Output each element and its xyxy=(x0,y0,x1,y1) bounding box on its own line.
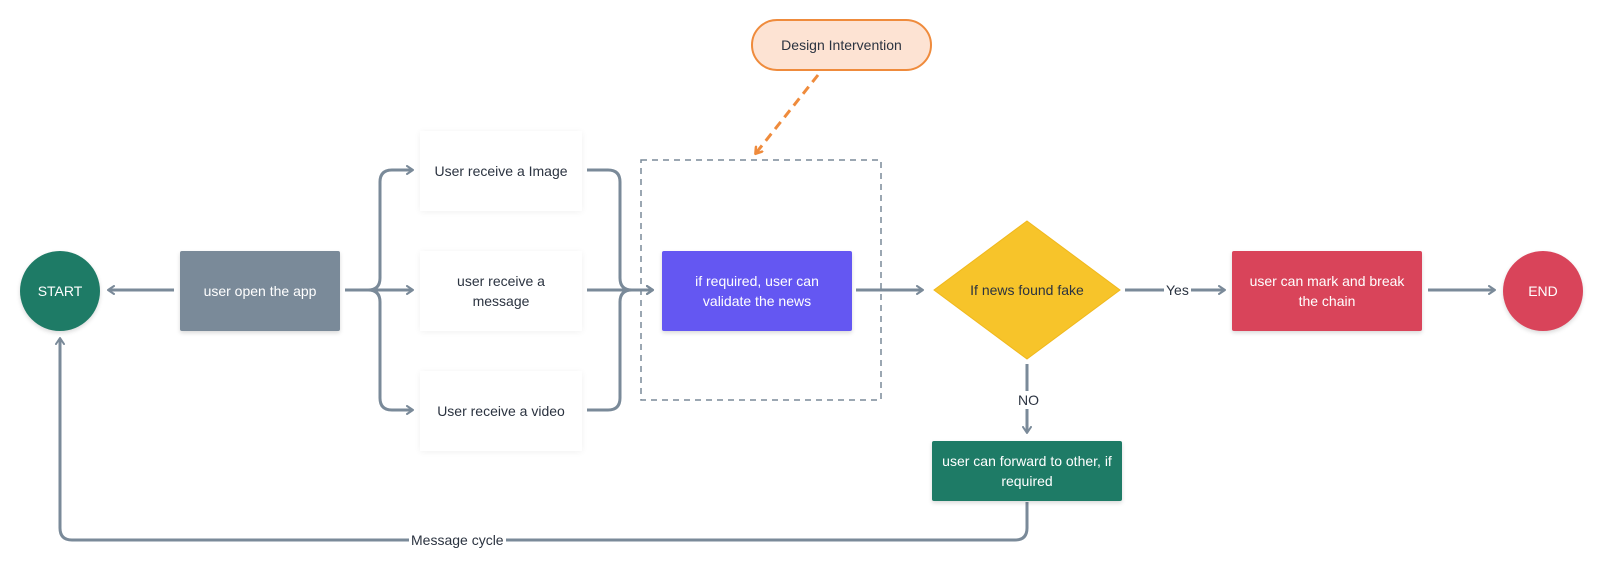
validate-label: if required, user can validate the news xyxy=(695,273,819,309)
end-node: END xyxy=(1503,251,1583,331)
start-node: START xyxy=(20,251,100,331)
message-cycle-label: Message cycle xyxy=(409,531,506,549)
decision-node: If news found fake xyxy=(952,270,1102,310)
intervention-boundary xyxy=(640,159,882,401)
open-app-label: user open the app xyxy=(203,283,317,299)
end-label: END xyxy=(1528,283,1558,299)
start-label: START xyxy=(37,283,83,299)
forward-label: user can forward to other, if required xyxy=(942,453,1112,489)
edge-message-cycle xyxy=(55,337,1029,542)
edge-image-to-validate xyxy=(587,168,654,295)
receive-image-label: User receive a Image xyxy=(434,163,568,179)
design-intervention-label: Design Intervention xyxy=(781,37,902,53)
validate-node: if required, user can validate the news xyxy=(662,251,852,331)
receive-message-label: user receive a message xyxy=(457,273,545,309)
edge-intervention-arrow xyxy=(756,74,820,153)
edge-video-to-validate xyxy=(587,285,654,412)
no-label: NO xyxy=(1016,391,1041,409)
design-intervention-node: Design Intervention xyxy=(751,19,932,71)
decision-label: If news found fake xyxy=(970,282,1084,298)
decision-diamond-shape xyxy=(933,220,1121,360)
open-app-node: user open the app xyxy=(180,251,340,331)
receive-image-node: User receive a Image xyxy=(420,131,582,211)
mark-break-label: user can mark and break the chain xyxy=(1249,273,1405,309)
receive-message-node: user receive a message xyxy=(420,251,582,331)
edge-open-app-to-image xyxy=(345,165,414,292)
edge-open-app-to-video xyxy=(345,288,414,415)
mark-break-node: user can mark and break the chain xyxy=(1232,251,1422,331)
yes-label: Yes xyxy=(1164,281,1191,299)
receive-video-label: User receive a video xyxy=(437,403,565,419)
receive-video-node: User receive a video xyxy=(420,371,582,451)
forward-node: user can forward to other, if required xyxy=(932,441,1122,501)
